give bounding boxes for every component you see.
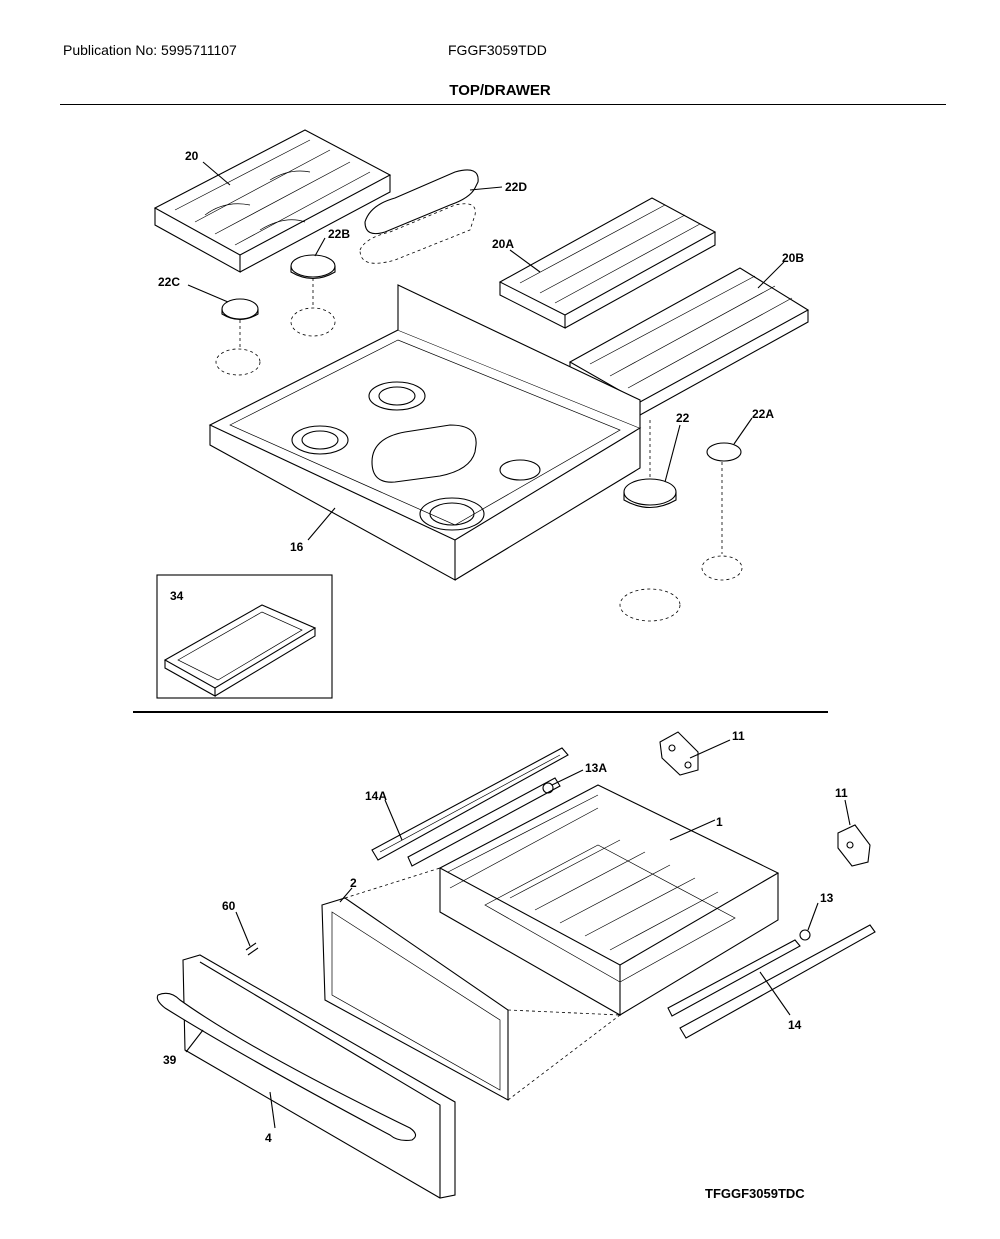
callout-22d: 22D [505,180,527,194]
page-title: TOP/DRAWER [449,82,551,99]
drawer-slide-14 [667,924,876,1039]
diagram-code: TFGGF3059TDC [705,1186,805,1201]
drawer-front-4 [156,954,456,1199]
drawer-slide-14a [371,747,569,867]
griddle-cover-22d [359,169,479,264]
burner-cap-22b [290,254,336,337]
bracket-11-top [659,731,699,776]
callout-13a: 13A [585,761,607,775]
drawer-liner-2 [321,897,509,1101]
model-number: FGGF3059TDD [448,42,547,58]
grate-20a [498,197,717,329]
cooktop-16 [208,284,642,581]
callout-22a: 22A [752,407,774,421]
callout-22: 22 [676,411,690,425]
callout-39: 39 [163,1053,177,1067]
grate-20 [153,129,392,273]
callout-60: 60 [222,899,236,913]
publication-number: Publication No: 5995711107 [63,42,237,58]
burner-cap-22 [619,420,681,622]
callout-1: 1 [716,815,723,829]
leader-lines [185,161,851,1129]
burner-cap-22c [215,298,261,376]
burner-cap-22a [701,442,743,581]
callout-22c: 22C [158,275,180,289]
callout-16: 16 [290,540,304,554]
screw-60 [245,942,259,956]
callout-20a: 20A [492,237,514,251]
header-rule [60,104,946,105]
griddle-34-box [156,574,333,699]
drawer-body-1 [438,784,780,1016]
callout-11-right: 11 [835,786,848,800]
callout-2: 2 [350,876,357,890]
callout-4: 4 [265,1131,272,1145]
callout-14a: 14A [365,789,387,803]
callout-20: 20 [185,149,199,163]
callout-13: 13 [820,891,834,905]
callout-14: 14 [788,1018,802,1032]
bracket-11-right [837,824,871,867]
alignment-lines [344,867,621,1101]
callout-34: 34 [170,589,184,603]
callout-11-top: 11 [732,729,745,743]
callout-20b: 20B [782,251,804,265]
callout-22b: 22B [328,227,350,241]
